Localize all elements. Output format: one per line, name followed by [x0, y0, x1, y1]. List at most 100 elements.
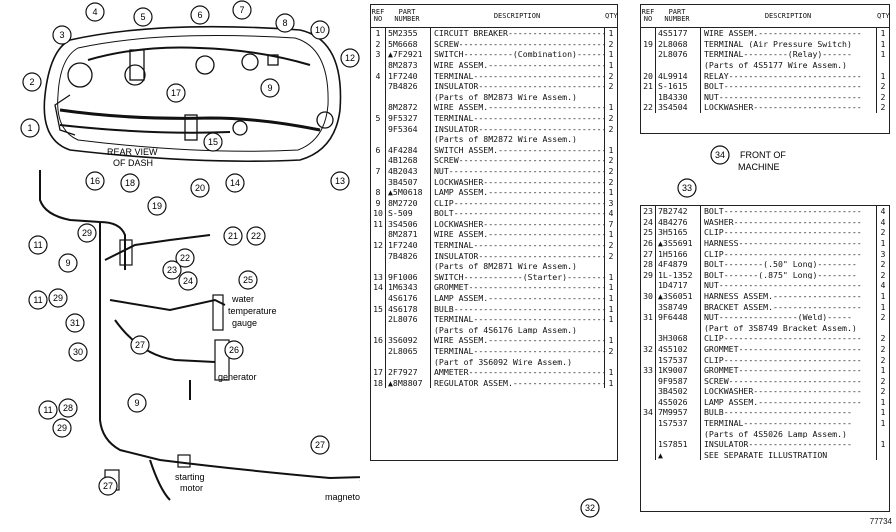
cell-desc: (Parts of 8M2871 Wire Assem.) [434, 262, 577, 271]
cell-part: 1H5166 [656, 248, 701, 259]
svg-text:8: 8 [282, 18, 287, 28]
cell-ref [371, 314, 386, 325]
callout-14: 14 [225, 173, 245, 193]
cell-qty: 2 [876, 102, 889, 113]
cell-qty: 2 [876, 354, 889, 365]
cell-part: 1L-1352 [656, 269, 701, 281]
cell-part: 3S8749 [656, 301, 701, 312]
cell-qty: 1 [604, 271, 617, 283]
label-water: water [231, 294, 254, 304]
cell-desc: WIRE ASSEM.---------------------------- [434, 230, 604, 239]
callout-24: 24 [178, 271, 198, 291]
table-row: (Parts of 8M2872 Wire Assem.) [371, 133, 617, 145]
cell-part: 9F1006 [386, 271, 431, 283]
parts-table-2: REF NO PART NUMBER DESCRIPTION QTY 4S517… [640, 4, 890, 134]
cell-ref: 33 [641, 364, 656, 376]
cell-ref: 2 [371, 38, 386, 50]
cell-part: 7B4826 [386, 250, 431, 262]
svg-text:14: 14 [230, 178, 240, 188]
cell-desc: GROMMET------------------------- [704, 344, 862, 354]
cell-desc: (Part of 3S6092 Wire Assem.) [434, 357, 573, 366]
cell-qty: 4 [876, 216, 889, 228]
label-rear-view: REAR VIEW [107, 147, 158, 157]
cell-desc: HARNESS ASSEM.------------------ [704, 291, 862, 301]
svg-text:19: 19 [152, 201, 162, 211]
cell-qty: 3 [876, 248, 889, 259]
cell-qty: 1 [876, 28, 889, 39]
cell-ref: 23 [641, 206, 656, 217]
callout-11c: 11 [38, 400, 58, 420]
svg-text:17: 17 [171, 88, 181, 98]
callout-27b: 27 [310, 435, 330, 455]
callout-7: 7 [232, 0, 252, 20]
callout-31: 31 [65, 313, 85, 333]
cell-part [386, 356, 431, 367]
cell-qty: 1 [604, 102, 617, 113]
svg-text:3: 3 [59, 30, 64, 40]
cell-ref: 27 [641, 248, 656, 259]
cell-ref [641, 375, 656, 387]
table-row: (Part of 3S8749 Bracket Assem.) [641, 322, 889, 334]
callout-16: 16 [85, 171, 105, 191]
callout-29b: 29 [48, 288, 68, 308]
cell-desc: WIRE ASSEM.--------------------- [704, 29, 862, 38]
figure-number: 77734 [869, 517, 892, 526]
callout-28: 28 [58, 398, 78, 418]
cell-ref [371, 176, 386, 187]
cell-ref: 10 [371, 208, 386, 219]
cell-part: 1S7537 [656, 417, 701, 429]
cell-desc: BOLT---------------------------- [704, 82, 862, 91]
bottom-components [104, 239, 381, 496]
cell-qty: 2 [604, 112, 617, 124]
cell-qty: 7 [604, 218, 617, 230]
cell-qty: 2 [876, 343, 889, 355]
cell-qty: 4 [876, 206, 889, 217]
callout-29c: 29 [52, 418, 72, 438]
cell-part: 8M2873 [386, 59, 431, 71]
table-2-header: REF NO PART NUMBER DESCRIPTION QTY [641, 5, 890, 28]
cell-desc: BOLT--------(.50" Long)-------- [704, 260, 857, 269]
cell-part: 3S4504 [656, 102, 701, 113]
callout-1: 1 [20, 118, 40, 138]
cell-qty: 2 [604, 123, 617, 134]
cell-desc: NUT----------------(Weld)----- [704, 313, 852, 322]
table-row: 1S7537 TERMINAL----------------------1 [641, 417, 889, 429]
cell-ref: 11 [371, 218, 386, 230]
callout-29a: 29 [77, 223, 97, 243]
dash-components [54, 49, 334, 141]
cell-qty: 2 [604, 165, 617, 177]
cell-part: 2F7927 [386, 367, 431, 378]
cell-desc: TERMINAL----------------------------- [434, 347, 604, 356]
callout-19: 19 [147, 196, 167, 216]
callout-26: 26 [224, 340, 244, 360]
svg-text:13: 13 [335, 176, 345, 186]
cell-desc: BRACKET ASSEM.------------------ [704, 302, 862, 311]
table-row: 9F5364 INSULATOR------------------------… [371, 123, 617, 134]
cell-qty: 1 [604, 367, 617, 378]
svg-text:6: 6 [197, 10, 202, 20]
cell-qty: 1 [876, 396, 889, 408]
svg-text:30: 30 [73, 347, 83, 357]
svg-text:27: 27 [315, 440, 325, 450]
cell-ref [641, 28, 656, 39]
cell-desc: AMMETER-------------------------------- [434, 368, 604, 377]
cell-desc: LOCKWASHER----------------------------- [434, 177, 604, 186]
cell-part: 3B4502 [656, 386, 701, 397]
cell-qty: 2 [876, 311, 889, 323]
cell-part: 3B4507 [386, 176, 431, 187]
label-front-of: FRONT OF [740, 150, 786, 160]
svg-text:18: 18 [125, 178, 135, 188]
cell-ref: 16 [371, 335, 386, 346]
table-row: (Parts of 4S6176 Lamp Assem.) [371, 324, 617, 336]
cell-ref [641, 59, 656, 71]
cell-qty: 2 [876, 80, 889, 92]
cell-ref: 29 [641, 269, 656, 281]
cell-desc: TERMINAL----------------------------- [434, 71, 604, 80]
